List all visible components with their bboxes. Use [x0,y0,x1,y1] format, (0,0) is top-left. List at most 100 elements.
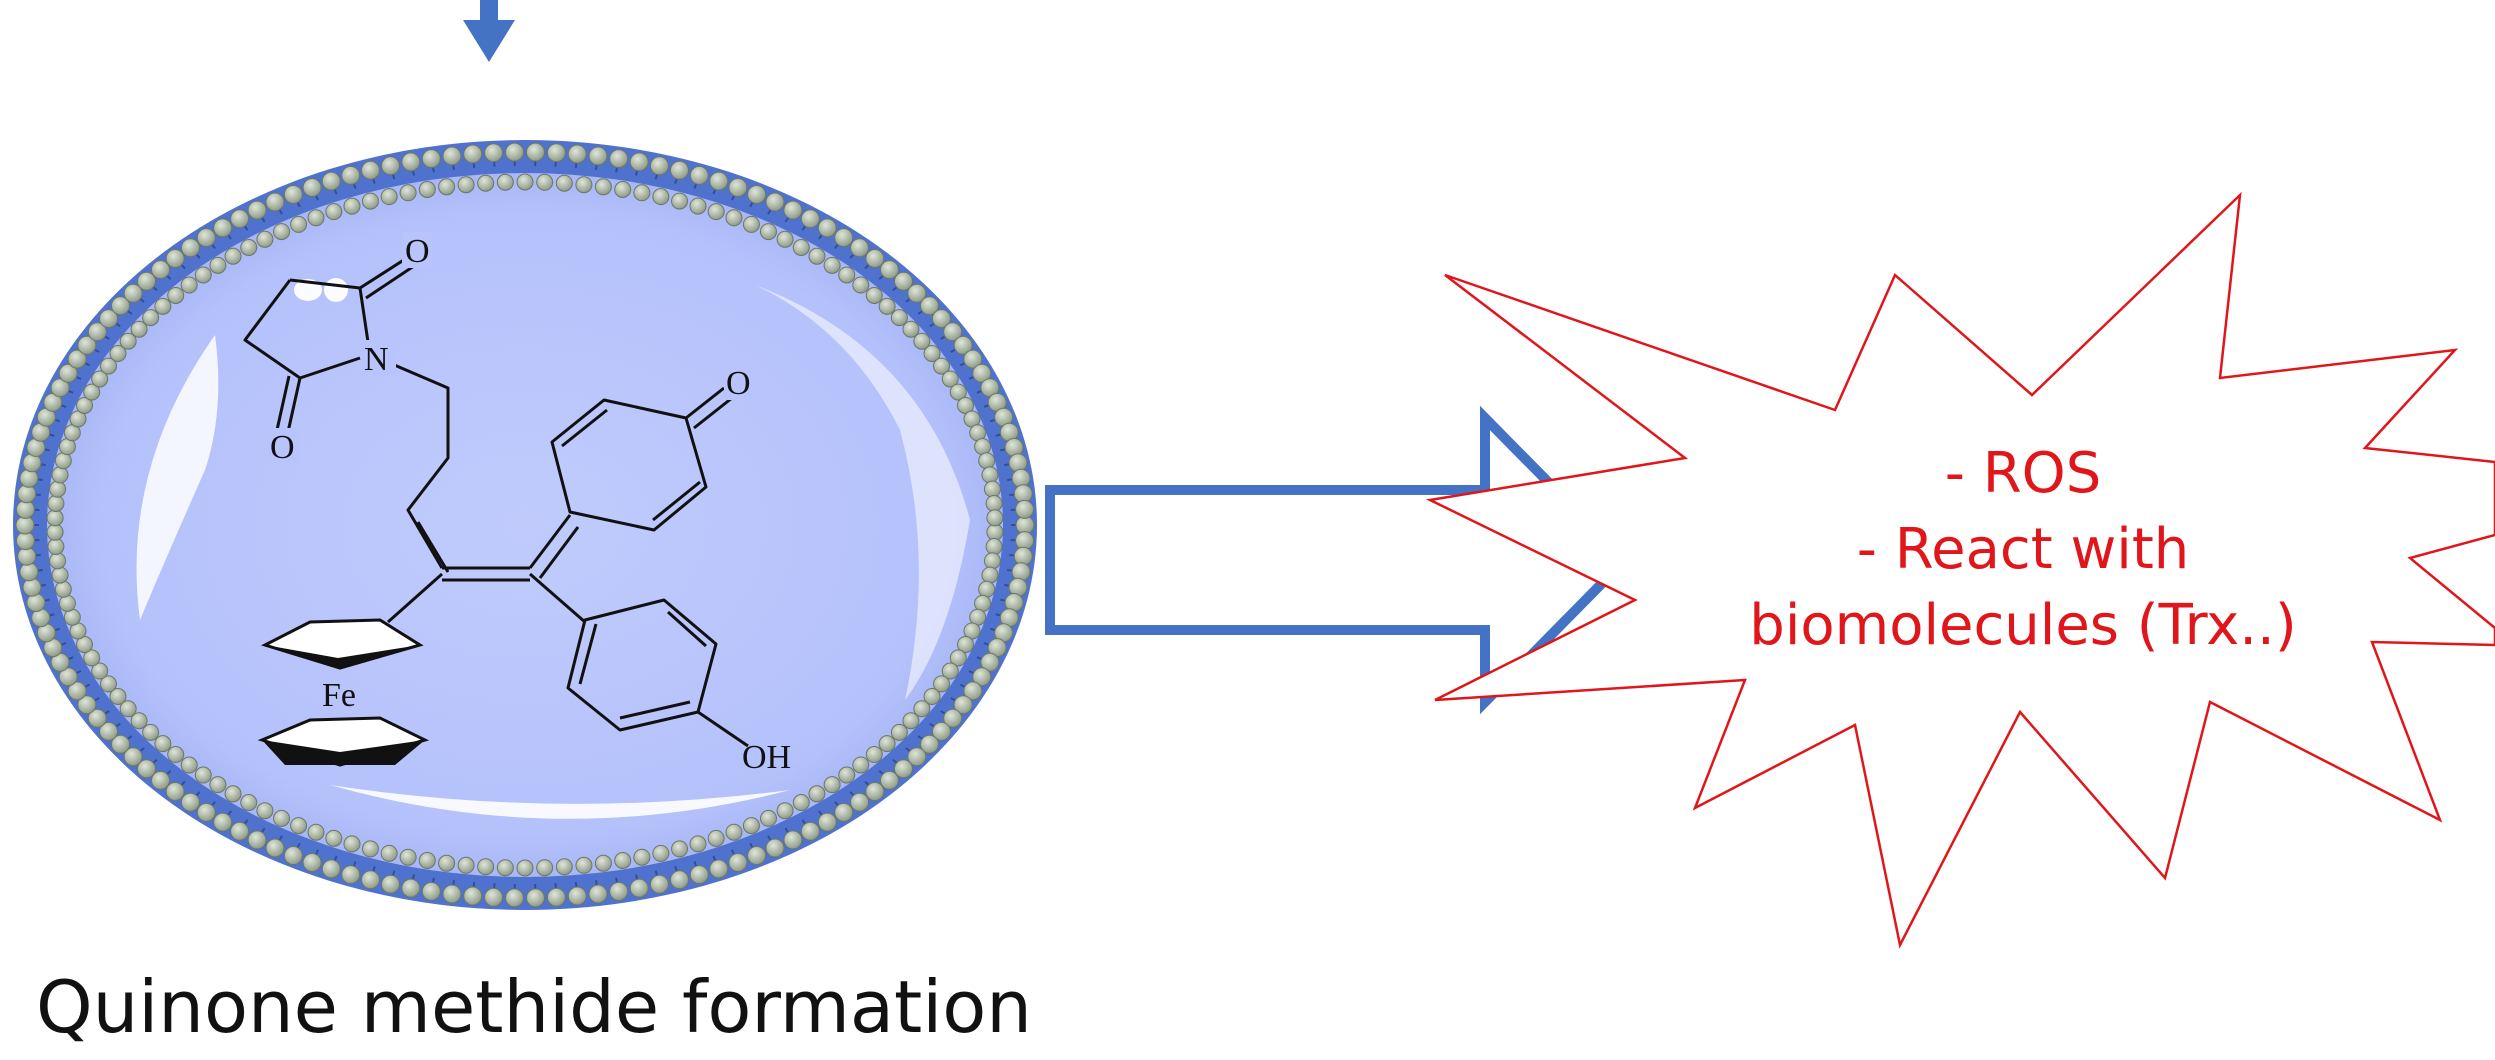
output-arrow [1045,405,1633,715]
lipid-head-inner [75,636,93,654]
lipid-head-outer [670,160,690,180]
incoming-arrow [463,0,515,62]
gloss-bottom [330,785,790,819]
lipid-head-outer [87,708,107,728]
lipid-head-inner [240,239,258,257]
cell-interior [47,173,1003,877]
lipid-head-inner [438,854,456,872]
lipid-head-inner [194,766,212,784]
lipid-head-outer [546,143,566,163]
lipid-head-outer [728,177,748,197]
lipid-head-outer [879,770,899,790]
lipid-head-outer [963,681,983,701]
lipid-head-outer [783,830,803,850]
burst-text: - ROS - React with biomolecules (Trx..) [1749,441,2296,658]
lipid-head-inner [54,580,72,598]
lipid-head-outer [588,884,608,904]
lipid-head-inner [418,852,436,870]
lipid-head-inner [808,247,826,265]
lipid-head-inner [46,509,64,527]
lipid-head-inner [119,700,137,718]
lipid-head-inner [516,859,534,877]
cp-ring-bottom-edge [262,740,425,765]
lipid-head-inner [325,203,343,221]
lipid-head-outer [747,846,767,866]
lipid-head-outer [196,228,216,248]
lipid-head-outer [800,821,820,841]
lipid-head-inner [325,829,343,847]
lipid-head-outer [834,802,854,822]
lipid-head-inner [941,662,959,680]
lipid-head-outer [87,322,107,342]
gloss-right [755,285,970,700]
lipid-head-inner [307,209,325,227]
lipid-head-inner [167,286,185,304]
lipid-head-outer [567,144,587,164]
lipid-head-inner [91,662,109,680]
lipid-head-inner [457,176,475,194]
lipid-head-inner [957,636,975,654]
lipid-head-outer [230,209,250,229]
lipid-head-inner [985,494,1003,512]
lipid-head-outer [484,887,504,907]
lipid-head-inner [142,723,160,741]
lipid-head-outer [381,874,401,894]
lipid-head-outer [525,142,545,162]
lipid-head-inner [536,859,554,877]
ferrocifen-molecule [243,254,749,748]
lipid-head-outer [943,708,963,728]
lipid-head-outer [972,363,992,383]
lipid-head-inner [380,188,398,206]
lipid-head-inner [759,809,777,827]
lipid-head-outer [137,759,157,779]
lipid-head-inner [119,332,137,350]
lipid-head-outer [850,238,870,258]
lipid-head-inner [477,858,495,876]
lipid-head-outer [137,271,157,291]
lipid-head-outer [213,218,233,238]
lipid-head-outer [765,838,785,858]
lipid-head-inner [536,173,554,191]
lipid-head-inner [978,580,996,598]
lipid-head-outer [123,283,143,303]
gloss-dot-2 [324,278,348,302]
lipid-head-outer [931,721,951,741]
lipid-head-inner [890,723,908,741]
lipid-head-inner [575,856,593,874]
lipid-head-inner [240,793,258,811]
lipid-head-outer [123,747,143,767]
lipid-head-inner [516,173,534,191]
lipid-head-outer [67,681,87,701]
lipid-head-inner [878,297,896,315]
lipid-head-inner [981,566,999,584]
lipid-head-inner [671,840,689,858]
lipid-head-outer [463,886,483,906]
lipid-head-inner [51,466,69,484]
lipid-head-outer [783,200,803,220]
lipid-head-outer [505,888,525,908]
lipid-head-outer [360,160,380,180]
lipid-head-inner [949,649,967,667]
lipid-head-inner [555,858,573,876]
lipid-head-inner [142,309,160,327]
lipid-head-outer [283,846,303,866]
lipid-head-outer [151,770,171,790]
lipid-head-outer [196,802,216,822]
atom-oxygen-top: O [405,233,430,270]
lipid-head-outer [22,577,42,597]
lipid-head-inner [776,230,794,248]
lipid-head-inner [902,712,920,730]
lipid-head-outer [463,144,483,164]
lipid-head-outer [421,149,441,169]
gloss-left [136,335,219,620]
lipid-head-inner [923,345,941,362]
lipid-head-outer [321,859,341,879]
lipid-head-inner [307,823,325,841]
lipid-head-outer [865,249,885,269]
lipid-head-inner [49,480,67,498]
lipid-head-inner [852,756,870,774]
lipid-head-inner [742,215,760,233]
lipid-head-inner [725,209,743,227]
lipid-head-outer [213,812,233,832]
lipid-head-inner [878,735,896,753]
